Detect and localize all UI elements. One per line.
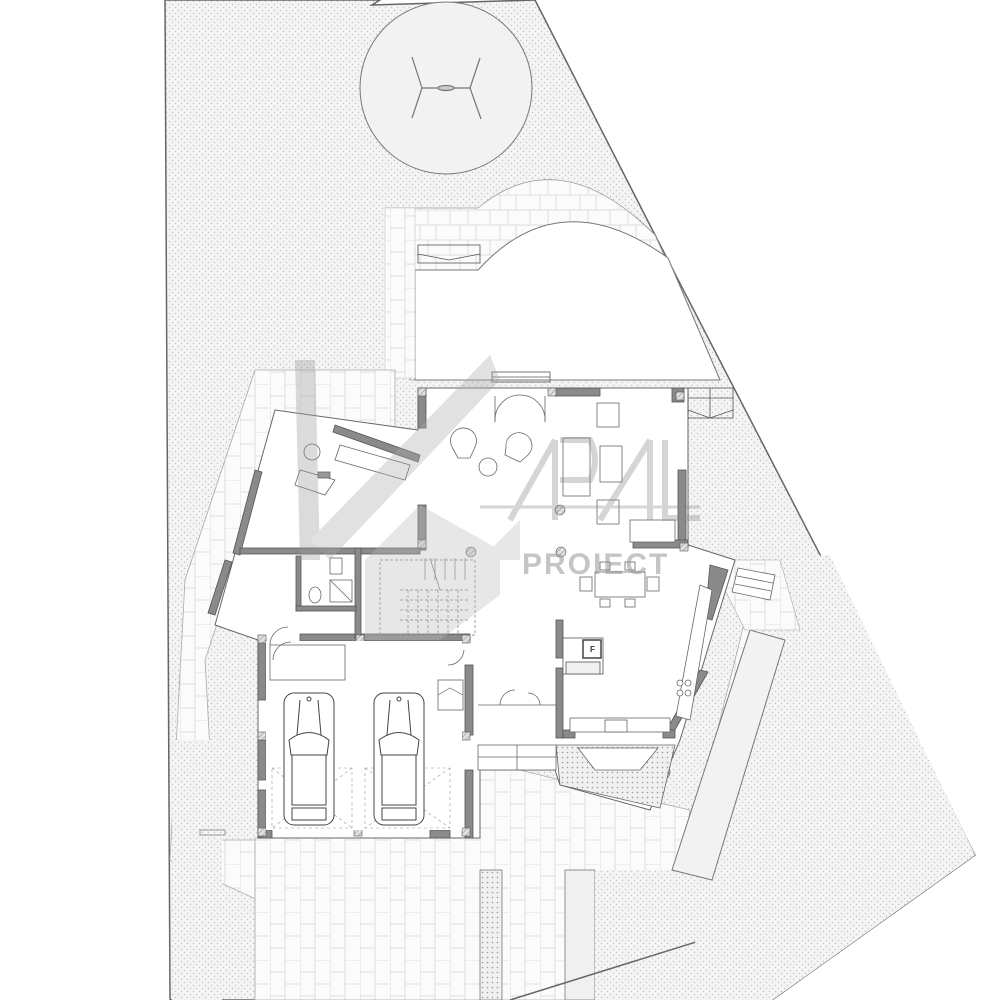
round-table-icon xyxy=(478,457,498,477)
watermark-logo xyxy=(295,355,700,640)
office-furniture xyxy=(294,443,411,496)
dining-table-icon xyxy=(594,571,646,598)
sink-icon xyxy=(329,557,343,575)
entrance[interactable] xyxy=(477,689,557,771)
cabinet-icon xyxy=(334,444,411,481)
windows xyxy=(417,244,734,419)
sofa-icon xyxy=(562,437,591,497)
living-room-furniture xyxy=(450,402,676,543)
kitchen-counter xyxy=(569,584,713,733)
car-2-icon xyxy=(373,692,425,826)
watermark-text: PROIECT xyxy=(522,548,670,581)
lounge-chair-icon xyxy=(504,432,533,463)
armchair-icon xyxy=(596,402,620,428)
playground-circle xyxy=(359,1,533,175)
terrace-door[interactable] xyxy=(494,394,546,423)
boiler-label: F xyxy=(590,645,595,654)
boiler-room xyxy=(562,637,604,675)
bay-planter xyxy=(555,744,676,809)
cooktop-icon xyxy=(676,679,692,697)
planter-strip xyxy=(479,869,503,1000)
cabinet-icon xyxy=(629,519,676,543)
bathroom-fixtures xyxy=(308,557,353,604)
toilet-icon xyxy=(308,586,322,604)
lawn-left xyxy=(172,740,222,1000)
storage-room xyxy=(269,644,346,681)
garage xyxy=(266,626,465,830)
side-steps xyxy=(731,567,776,601)
car-1-icon xyxy=(283,692,335,826)
arched-paving xyxy=(384,179,721,381)
armchair-icon xyxy=(596,499,620,525)
dining-set xyxy=(579,561,660,608)
coffee-table-icon xyxy=(599,445,623,483)
office-chair-icon xyxy=(303,443,321,461)
lounge-chair-icon xyxy=(450,427,477,459)
sink-icon xyxy=(604,719,628,733)
staircase xyxy=(379,559,476,636)
swing-set-icon xyxy=(411,56,482,120)
